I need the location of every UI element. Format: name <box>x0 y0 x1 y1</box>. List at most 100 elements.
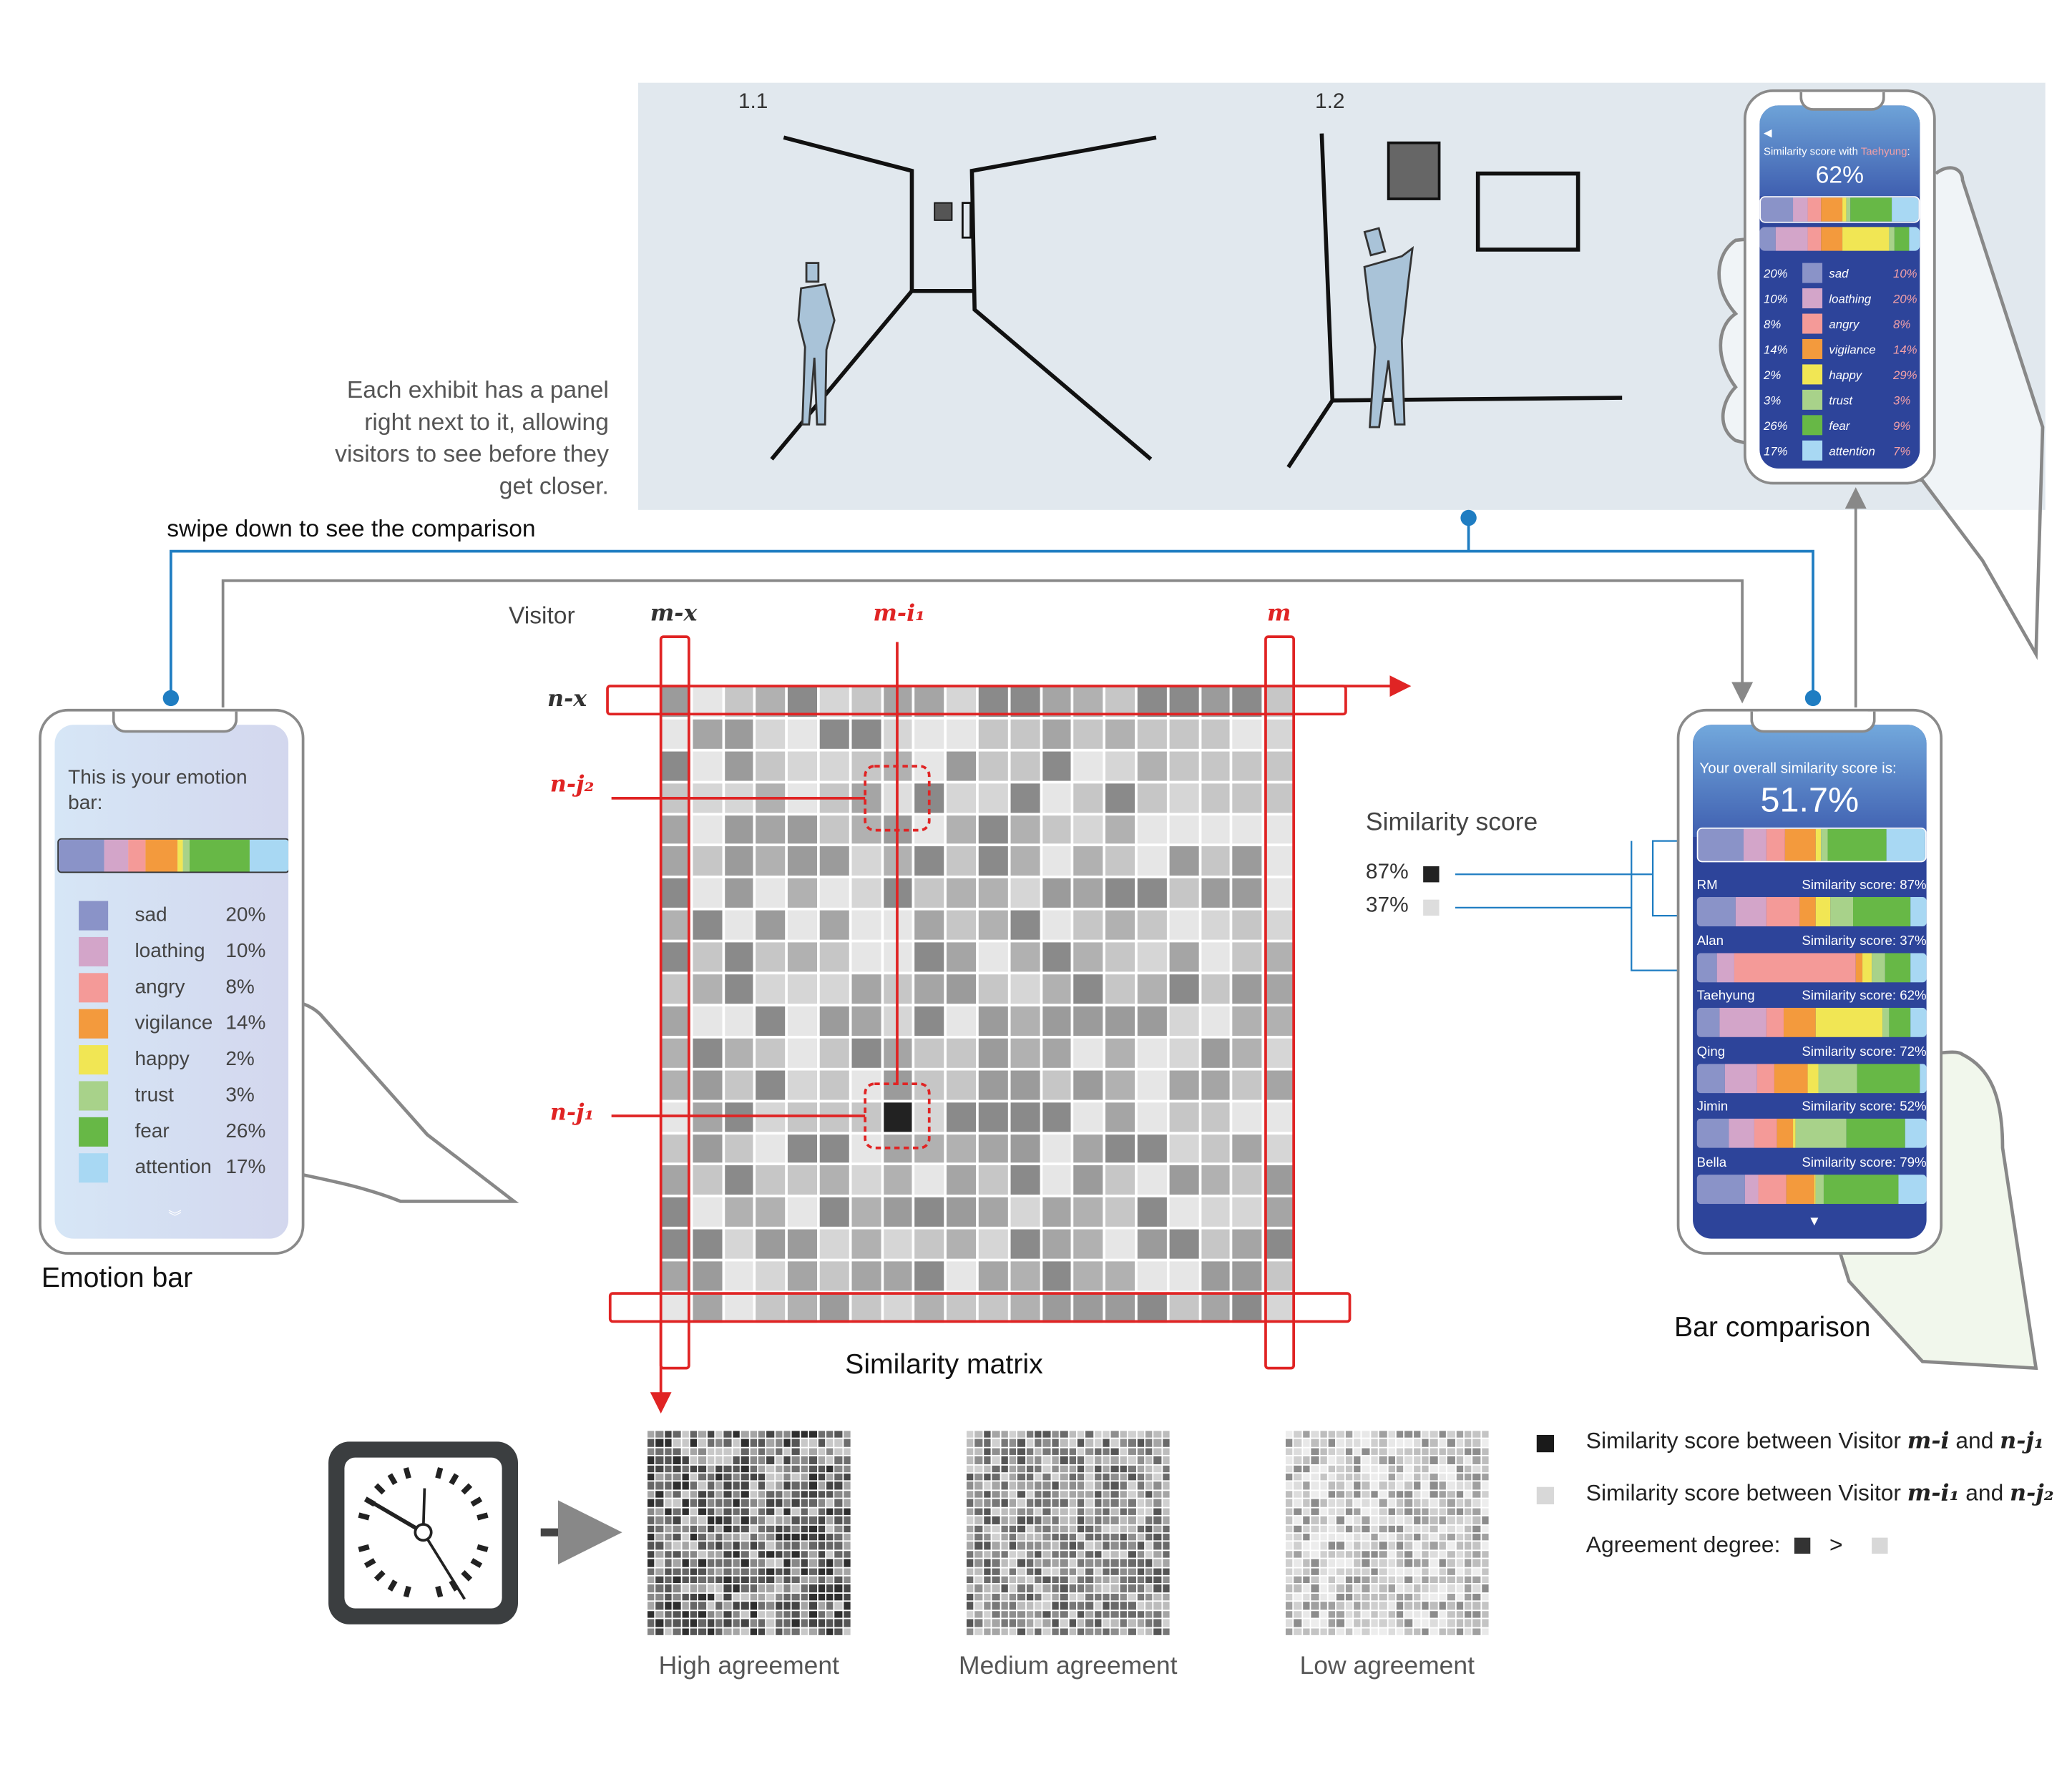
matrix-cell <box>1345 1550 1353 1559</box>
matrix-cell <box>1162 1542 1170 1550</box>
matrix-cell <box>788 878 817 908</box>
matrix-cell <box>1302 1465 1310 1473</box>
matrix-cell <box>1068 1482 1076 1490</box>
matrix-cell <box>843 1550 851 1559</box>
matrix-cell <box>1404 1516 1412 1524</box>
visitor-row[interactable]: Jimin Similarity score: 52% <box>1696 1096 1927 1151</box>
matrix-cell <box>1009 1474 1017 1481</box>
matrix-cell <box>978 1197 1008 1227</box>
matrix-cell <box>1302 1610 1310 1618</box>
matrix-cell <box>783 1525 791 1533</box>
matrix-cell <box>966 1431 974 1439</box>
matrix-cell <box>1043 1593 1051 1601</box>
matrix-cell <box>1120 1448 1128 1456</box>
scroll-down-icon[interactable]: ▼ <box>1807 1215 1822 1230</box>
matrix-cell <box>1396 1534 1404 1542</box>
matrix-cell <box>1439 1474 1447 1481</box>
matrix-cell <box>698 1593 706 1601</box>
matrix-cell <box>1060 1550 1067 1559</box>
matrix-cell <box>1094 1525 1102 1533</box>
visitor-row[interactable]: Taehyung Similarity score: 62% <box>1696 985 1927 1040</box>
matrix-cell <box>1472 1516 1480 1524</box>
matrix-cell <box>914 974 944 1004</box>
matrix-cell <box>1111 1567 1119 1576</box>
matrix-cell <box>698 1482 706 1490</box>
matrix-cell <box>732 1576 740 1584</box>
matrix-cell <box>1035 1482 1042 1490</box>
matrix-cell <box>1362 1550 1370 1559</box>
matrix-cell <box>1201 911 1231 941</box>
matrix-cell <box>1073 1102 1103 1132</box>
matrix-cell <box>851 846 881 876</box>
matrix-cell <box>1136 1602 1144 1609</box>
matrix-cell <box>809 1550 817 1559</box>
visitor-row[interactable]: Alan Similarity score: 37% <box>1696 930 1927 985</box>
col-label-m-i1: m-i₁ <box>873 600 926 628</box>
matrix-cell <box>756 1006 786 1036</box>
matrix-cell <box>1068 1627 1076 1635</box>
cell-highlight-dark <box>864 1082 931 1150</box>
matrix-cell <box>1404 1474 1412 1481</box>
matrix-cell <box>1354 1448 1362 1456</box>
matrix-cell <box>1017 1499 1025 1507</box>
matrix-cell <box>801 1542 808 1550</box>
matrix-cell <box>1085 1439 1093 1447</box>
matrix-cell <box>1447 1456 1455 1464</box>
visitor-row[interactable]: RM Similarity score: 87% <box>1696 874 1927 929</box>
matrix-cell <box>1447 1584 1455 1592</box>
matrix-cell <box>724 1508 732 1516</box>
matrix-cell <box>1145 1593 1153 1601</box>
matrix-cell <box>1017 1610 1025 1618</box>
matrix-cell <box>715 1610 723 1618</box>
bar-segment-happy <box>1816 828 1821 861</box>
matrix-cell <box>1085 1508 1093 1516</box>
matrix-cell <box>1311 1584 1319 1592</box>
matrix-cell <box>843 1465 851 1473</box>
matrix-cell <box>819 846 849 876</box>
matrix-cell <box>715 1499 723 1507</box>
matrix-cell <box>788 942 817 972</box>
matrix-cell <box>1447 1516 1455 1524</box>
matrix-cell <box>660 942 690 972</box>
matrix-cell <box>1111 1525 1119 1533</box>
matrix-cell <box>1068 1439 1076 1447</box>
matrix-cell <box>749 1439 757 1447</box>
matrix-cell <box>648 1491 655 1499</box>
visitor-comparison-list[interactable]: RM Similarity score: 87%Alan Similarity … <box>1696 874 1927 1207</box>
matrix-cell <box>792 1465 800 1473</box>
matrix-cell <box>783 1465 791 1473</box>
matrix-cell <box>724 687 754 717</box>
matrix-cell <box>648 1584 655 1592</box>
visitor-row[interactable]: Qing Similarity score: 72% <box>1696 1041 1927 1096</box>
matrix-cell <box>1060 1431 1067 1439</box>
matrix-cell <box>1136 1474 1144 1481</box>
matrix-cell <box>681 1439 689 1447</box>
matrix-cell <box>1051 1602 1059 1609</box>
matrix-cell <box>1017 1559 1025 1567</box>
matrix-cell <box>801 1576 808 1584</box>
matrix-cell <box>655 1619 663 1627</box>
back-icon[interactable]: ◀ <box>1763 127 1772 139</box>
matrix-cell <box>983 1576 991 1584</box>
matrix-cell <box>1404 1542 1412 1550</box>
matrix-cell <box>1051 1576 1059 1584</box>
scroll-down-icon[interactable]: ︾ <box>168 1210 182 1225</box>
matrix-cell <box>1396 1610 1404 1618</box>
matrix-cell <box>1043 1439 1051 1447</box>
matrix-cell <box>983 1593 991 1601</box>
matrix-cell <box>1354 1431 1362 1439</box>
matrix-cell <box>792 1550 800 1559</box>
matrix-cell <box>1068 1550 1076 1559</box>
matrix-cell <box>660 1165 690 1195</box>
matrix-cell <box>758 1499 766 1507</box>
panel-caption: Each exhibit has a panel right next to i… <box>267 373 609 501</box>
matrix-cell <box>1068 1576 1076 1584</box>
matrix-cell <box>724 1525 732 1533</box>
visitor-row[interactable]: Bella Similarity score: 79% <box>1696 1151 1927 1206</box>
matrix-cell <box>1120 1499 1128 1507</box>
matrix-cell <box>1042 1165 1072 1195</box>
matrix-cell <box>1422 1619 1430 1627</box>
matrix-cell <box>1169 1070 1198 1100</box>
matrix-cell <box>693 1070 722 1100</box>
medium-agreement-matrix <box>966 1431 1170 1635</box>
